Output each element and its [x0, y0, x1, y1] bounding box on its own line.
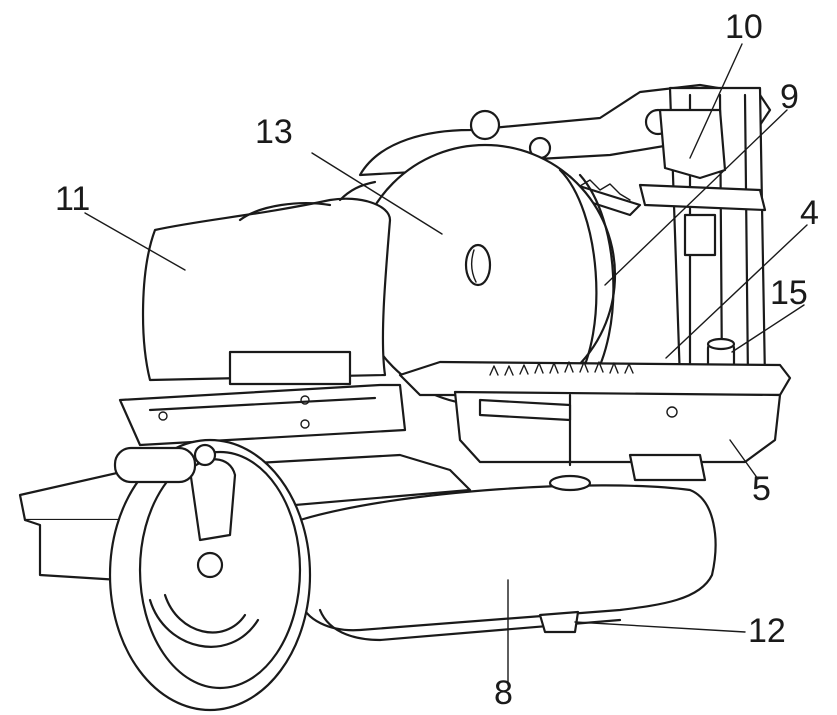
leader-10	[689, 43, 743, 159]
callout-label-10: 10	[725, 8, 763, 46]
leader-13	[311, 152, 443, 235]
blade-disc	[353, 143, 617, 407]
callout-label-15: 15	[770, 274, 808, 312]
callout-leaders	[84, 43, 808, 686]
carriage-tray	[398, 360, 792, 482]
hand-wheel	[108, 438, 312, 712]
callout-label-11: 11	[55, 180, 91, 218]
callout-label-8: 8	[494, 674, 513, 712]
callout-label-12: 12	[748, 612, 786, 650]
leader-4	[665, 224, 808, 359]
callout-label-4: 4	[800, 194, 819, 232]
vertical-column	[638, 86, 767, 382]
leader-5	[729, 439, 759, 480]
callout-label-13: 13	[255, 113, 293, 151]
blade-housing	[141, 180, 392, 382]
base	[298, 474, 717, 642]
leader-11	[84, 212, 186, 271]
leader-9	[604, 109, 788, 286]
spikes	[489, 361, 634, 376]
leader-15	[731, 304, 805, 353]
leader-12	[574, 621, 746, 633]
callout-label-5: 5	[752, 470, 771, 508]
callout-label-9: 9	[780, 78, 799, 116]
